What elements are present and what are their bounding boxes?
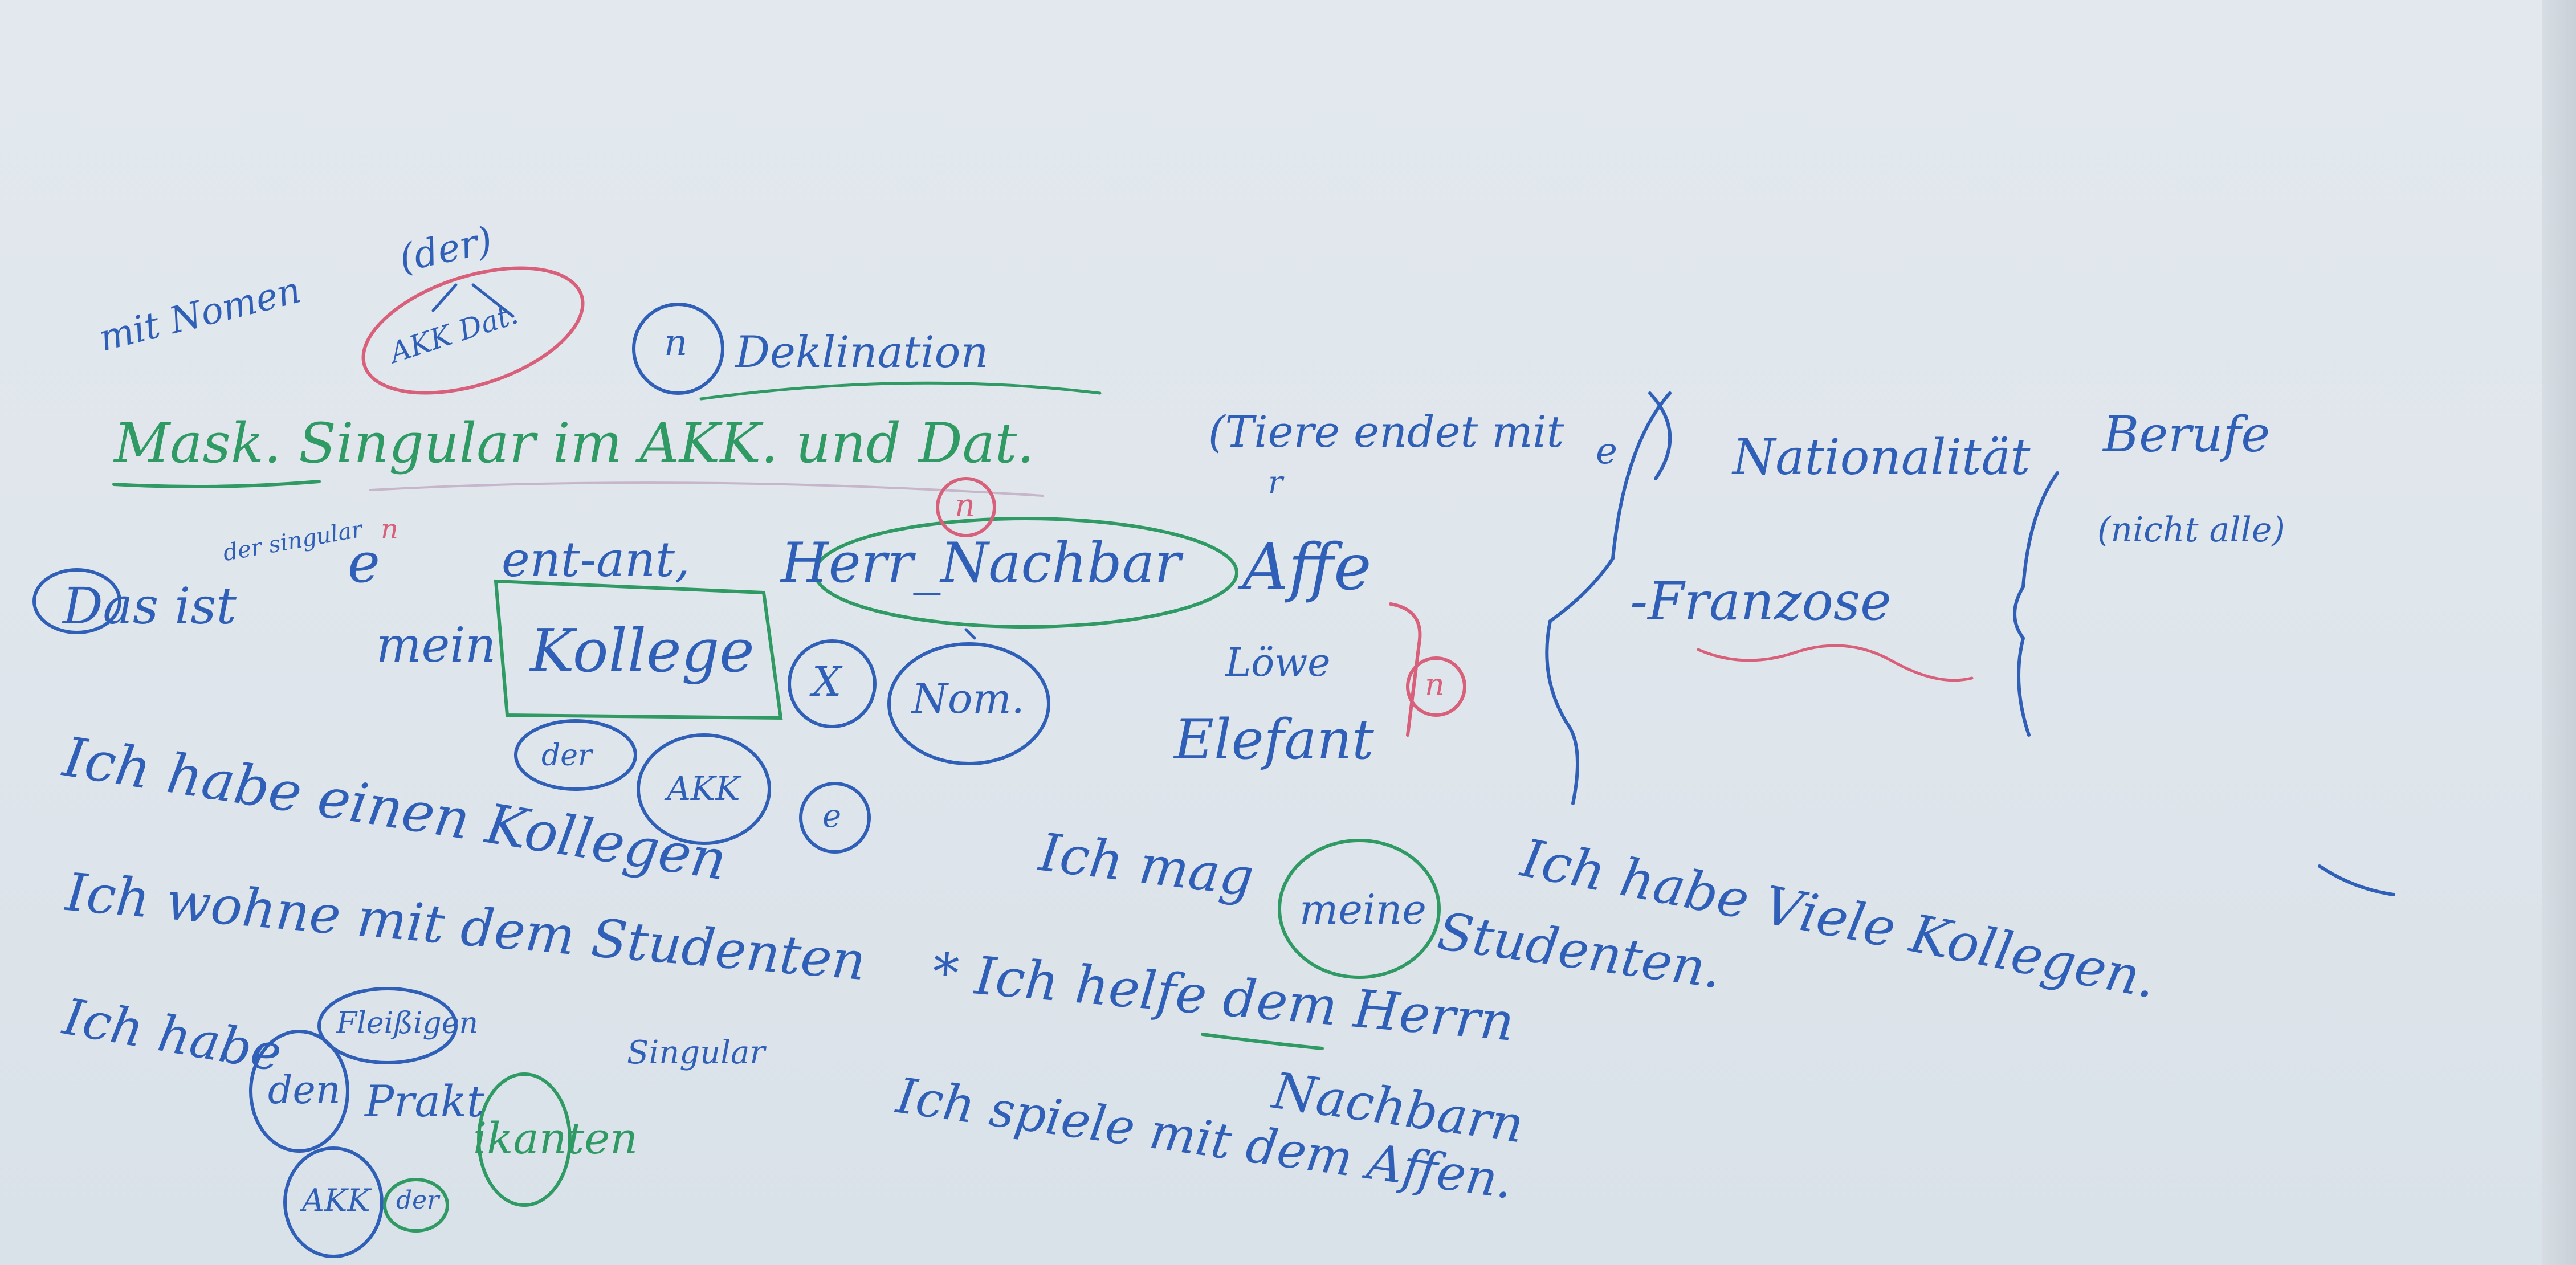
note-nationalitaet: Nationalität [1733,429,2031,486]
note-singular-small: Singular [627,1034,765,1071]
n-red-circle [936,477,996,537]
herr-nachbar-circle [813,517,1238,629]
meine-circle [1278,839,1441,979]
note-e-circle: e [822,798,842,835]
note-tiere: (Tiere endet mit [1208,406,1564,457]
note-meine: meine [1299,885,1426,933]
der-dat-link [471,283,515,318]
note-loewe: Löwe [1225,640,1331,685]
note-berufe: Berufe [2103,406,2271,463]
right-edge-arc [2318,864,2395,896]
mask-underline [112,480,321,488]
note-das-ist: Das ist [63,577,237,635]
whiteboard-edge [2542,0,2576,1265]
note-deklination: Deklination [735,327,989,377]
der-circle [514,719,637,791]
den-circle [249,1030,349,1153]
e-circle [799,782,871,854]
der-bottom-circle [383,1178,449,1233]
note-prakt: Prakt [365,1076,484,1127]
akk-dat-circle [361,266,585,395]
franzose-wavy-underline [1697,644,1974,682]
dem-underline [1201,1033,1324,1050]
note-kollege: Kollege [530,616,755,685]
note-n-animals: n [1425,667,1445,703]
rule-underline [369,481,1044,497]
kollege-box [494,579,783,720]
note-mask-rule: Mask. Singular im AKK. und Dat. [114,411,1034,475]
note-n-sup: n [381,513,398,545]
note-den-circle: den [268,1068,341,1113]
note-herr-nachbar: Herr_Nachbar [781,531,1181,595]
nom-circle [887,642,1050,765]
note-akk-bottom: AKK [302,1182,370,1218]
akk-circle [637,733,771,845]
note-der-bottom: der [396,1186,439,1215]
note-e-n: e [348,531,380,595]
deklination-underline [699,381,1102,401]
arrow-line [964,628,976,640]
x-circle [788,639,877,728]
note-affe: Affe [1242,531,1372,605]
das-d-circle [32,568,121,634]
der-akk-link [431,283,458,312]
note-fleissigen: Fleißigen [336,1006,479,1040]
note-mein: mein [376,617,496,673]
note-n-red: n [955,487,976,524]
note-nicht-alle: (nicht alle) [2097,510,2285,550]
note-elefant: Elefant [1174,708,1374,772]
note-ikanten: ikanten [473,1113,638,1164]
brace-right [2013,471,2059,737]
n-circle [632,303,724,395]
note-n: n [664,322,688,364]
note-akk-circle: AKK [667,769,740,808]
note-e-tiere: e [1596,430,1617,472]
ikanten-circle [477,1072,572,1207]
note-nom: Nom. [912,675,1025,723]
akk-bottom-circle [283,1146,384,1258]
note-x: X [812,658,842,705]
n-animals-circle [1406,656,1466,717]
animals-bracket [1389,602,1422,737]
tiere-paren-right [1648,391,1672,480]
note-der-circle: der [541,738,592,773]
note-franzose: -Franzose [1630,571,1892,632]
fleissigen-circle [317,987,458,1064]
note-r-tiere: r [1268,464,1283,500]
note-ent-ant: ent-ant, [502,532,690,587]
brace-left [1545,391,1672,805]
